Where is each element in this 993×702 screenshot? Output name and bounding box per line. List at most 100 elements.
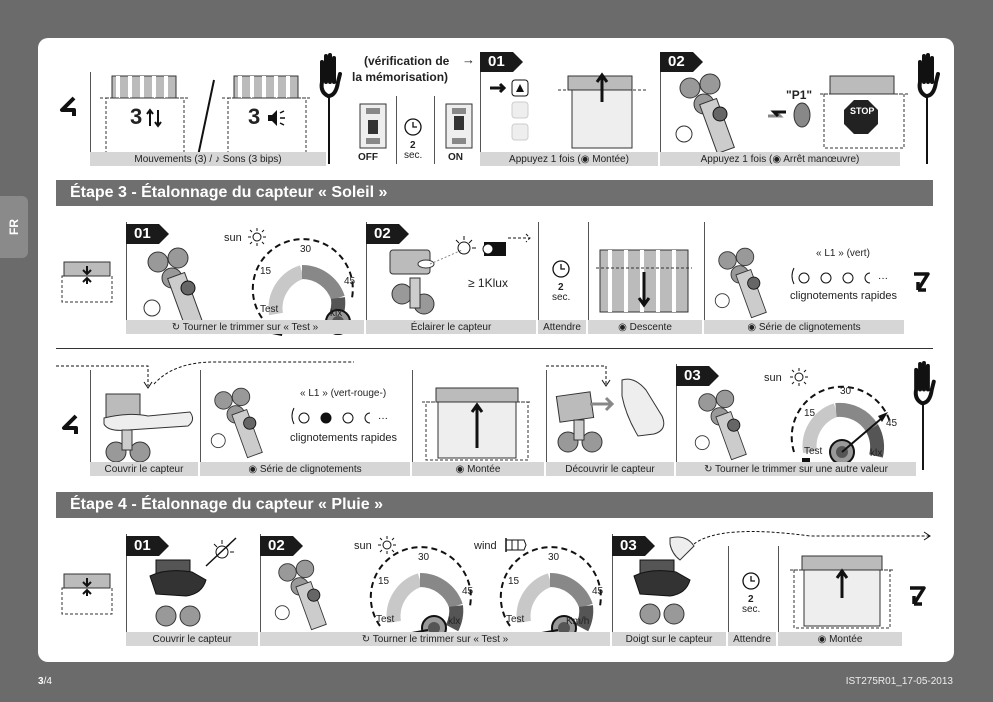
wind-label: wind [474,540,497,552]
label-step01: Appuyez 1 fois (◉ Montée) [480,152,658,166]
step-number: 01 [126,536,169,556]
label-step02: Appuyez 1 fois (◉ Arrêt manœuvre) [660,152,900,166]
label-descente: ◉ Descente [588,320,702,334]
language-tab: FR [0,196,28,258]
wait-seconds: 2 [410,140,416,151]
sensor-device-illustration [274,559,327,631]
dial-tick-15: 15 [804,408,816,419]
section-divider [56,348,933,349]
clock-icon [742,572,760,590]
step-number: 03 [612,536,655,556]
label-etape3-step03: ↻ Tourner le trimmer sur une autre valeu… [676,462,916,476]
led-blink-icons: ··· [291,407,388,425]
seconds-unit: sec. [404,150,423,161]
label-montee: ◉ Montée [412,462,544,476]
step-number: 01 [126,224,169,244]
up-down-arrows-icon [146,108,162,128]
sun-label: sun [354,540,372,552]
on-label: ON [448,152,463,163]
hand-uncovering-sensor-illustration [555,378,665,453]
document-reference: IST275R01_17-05-2013 [845,676,953,687]
covered-sensor-no-sun-illustration [149,537,237,627]
seconds-unit: sec. [552,292,571,303]
circuit-breaker-on-icon [445,103,473,149]
off-label: OFF [358,152,378,163]
memo-title: (vérification de [364,54,450,68]
dial-tick-30: 30 [300,244,312,255]
svg-text:···: ··· [878,273,888,284]
dashed-flow-line [546,365,611,387]
sensor-device-illustration [675,73,735,155]
label-cover: Couvrir le capteur [90,462,198,476]
label-montee: ◉ Montée [778,632,902,646]
awning-illustration [100,75,190,159]
dial-tick-45: 45 [462,586,474,597]
hand-covering-sensor-illustration [103,393,194,463]
awning-stop-illustration [820,75,910,149]
speaker-icon [268,110,285,126]
label-wait: Attendre [538,320,586,334]
dial-tick-30: 30 [548,552,560,563]
awning-up-illustration [558,72,648,149]
memo-title-2: la mémorisation) [352,70,449,84]
wind-flag-icon [505,538,527,552]
label-uncover: Découvrir le capteur [546,462,674,476]
memo-arrow: → [462,52,475,67]
awning-up-illustration [790,555,894,629]
sensor-device-illustration [694,389,747,461]
page-number: 3/4 [38,676,52,687]
step-number: 02 [660,52,703,72]
seconds-unit: sec. [742,604,761,615]
hand-stop-icon [917,53,940,164]
awning-compact-illustration [61,573,113,615]
finger-on-sensor-illustration [633,531,931,625]
step-number: 03 [676,366,719,386]
clock-icon [552,260,570,278]
flashlight-on-sensor-illustration [389,233,531,315]
label-series: ◉ Série de clignotements [704,320,904,334]
dial-tick-15: 15 [260,266,272,277]
awning-down-illustration [596,249,692,313]
wait-seconds: 2 [558,282,564,293]
sun-icon [248,228,266,246]
continue-arrow-icon [910,586,926,606]
section-title-etape3: Étape 3 - Étalonnage du capteur « Soleil… [56,180,933,206]
instruction-page: 3 3 Mouvements (3) / ♪ Sons (3 bips) (vé… [38,38,954,662]
return-arrow-icon [60,96,76,116]
blink-fast-label: clignotements rapides [290,432,398,444]
led-blink-icons: ··· [791,267,888,285]
clock-icon [404,118,422,136]
dashed-flow-line [56,365,153,389]
p1-button-icon [793,102,811,128]
label-etape4-step01: Couvrir le capteur [126,632,258,646]
sensor-device-illustration [143,247,203,329]
led-l1-label: « L1 » (vert) [816,248,870,259]
dial-test-label: Test [376,614,395,625]
blink-fast-label: clignotements rapides [790,290,898,302]
dial-test-label: Test [804,446,823,457]
dial-tick-45: 45 [344,276,356,287]
dial-tick-15: 15 [378,576,390,587]
trimmer-dial [790,385,891,465]
label-wait: Attendre [728,632,776,646]
dial-tick-30: 30 [840,386,852,397]
label-etape4-step03: Doigt sur le capteur [612,632,726,646]
beep-count: 3 [248,104,261,129]
continue-arrow-icon [914,272,930,292]
dashed-flow-line [153,361,354,385]
circuit-breaker-off-icon [359,103,387,149]
return-arrow-icon [62,414,78,434]
hand-stop-icon [913,360,936,470]
dial-tick-45: 45 [886,418,898,429]
step-number: 02 [260,536,303,556]
sun-label: sun [764,372,782,384]
step-number: 02 [366,224,409,244]
dial-unit: Km/h [566,616,590,627]
awning-compact-illustration [61,261,113,303]
led-l1-label: « L1 » (vert-rouge-) [300,388,387,399]
dial-test-label: Test [506,614,525,625]
dial-unit: klx [330,308,343,319]
sun-icon [378,536,396,554]
dial-tick-45: 45 [592,586,604,597]
double-arrow-icon [768,110,786,118]
